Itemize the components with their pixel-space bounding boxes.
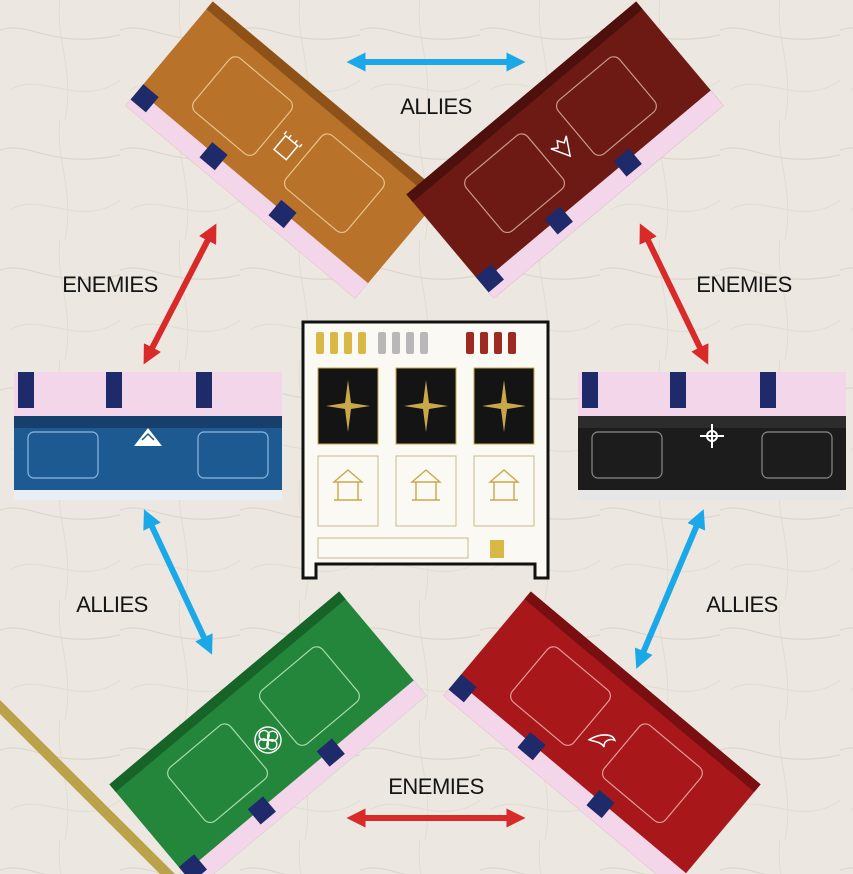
central-game-board (303, 322, 548, 578)
compass-card-1 (318, 368, 378, 444)
faction-board-black (578, 372, 846, 500)
label-allies-left: ALLIES (76, 592, 148, 617)
label-allies-right: ALLIES (706, 592, 778, 617)
label-enemies-left: ENEMIES (62, 272, 158, 297)
label-allies-top: ALLIES (400, 94, 472, 119)
label-enemies-bottom: ENEMIES (388, 774, 484, 799)
compass-card-3 (474, 368, 534, 444)
faction-board-blue (14, 372, 282, 500)
compass-card-2 (396, 368, 456, 444)
label-enemies-right: ENEMIES (696, 272, 792, 297)
